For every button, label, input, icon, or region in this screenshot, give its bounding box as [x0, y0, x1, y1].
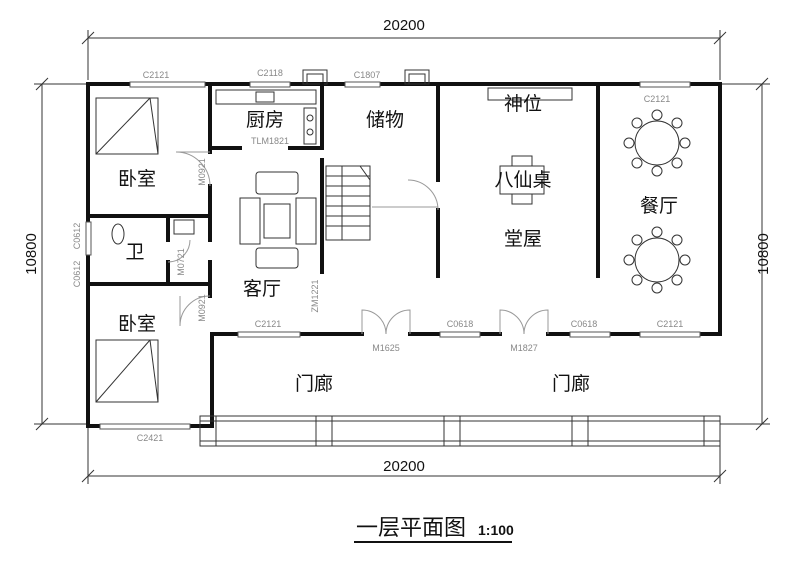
room-label-kitchen: 厨房 — [246, 109, 284, 131]
room-label-bathroom: 卫 — [125, 241, 144, 263]
code-window: C0618 — [447, 319, 474, 329]
drawing-scale: 1:100 — [478, 522, 514, 538]
bed-icon — [95, 97, 159, 155]
round-table-icon — [623, 226, 691, 294]
bed-icon — [95, 339, 159, 403]
code-door: M1827 — [510, 343, 538, 353]
dimension-bottom: 20200 — [383, 458, 425, 475]
code-window: C0618 — [571, 319, 598, 329]
code-door: ZM1221 — [310, 279, 320, 312]
room-label-living: 客厅 — [243, 278, 281, 300]
shrine-table — [487, 87, 573, 101]
code-window: C2121 — [644, 94, 671, 104]
drawing-title: 一层平面图 — [356, 516, 466, 541]
code-door: M0721 — [176, 248, 186, 276]
code-door: TLM1821 — [251, 136, 289, 146]
code-door: M0921 — [197, 294, 207, 322]
code-window: C2118 — [257, 68, 283, 78]
room-label-porch-left: 门廊 — [295, 373, 333, 395]
code-window: C2121 — [143, 70, 170, 80]
dimension-right: 10800 — [755, 233, 772, 275]
toilet-icon — [111, 219, 195, 245]
code-window: C0612 — [72, 223, 82, 250]
code-window: C2121 — [255, 319, 282, 329]
code-window: C0612 — [72, 261, 82, 288]
room-label-dining: 餐厅 — [640, 195, 678, 217]
code-window: C2421 — [137, 433, 164, 443]
code-window: C2121 — [657, 319, 684, 329]
walls — [86, 69, 722, 428]
room-label-storage: 储物 — [366, 109, 404, 131]
room-label-porch-right: 门廊 — [552, 373, 590, 395]
room-label-ba-xian-table: 八仙桌 — [494, 169, 551, 191]
room-label-bedroom-top: 卧室 — [118, 168, 156, 190]
dimension-left: 10800 — [23, 233, 40, 275]
room-label-shrine: 神位 — [504, 93, 542, 115]
doors — [167, 151, 549, 335]
dimension-top: 20200 — [383, 17, 425, 34]
square-table-icon — [499, 155, 545, 205]
code-door: M0921 — [197, 158, 207, 186]
round-table-icon — [623, 109, 691, 177]
staircase — [325, 165, 371, 241]
dimension-lines — [34, 30, 770, 484]
kitchen-counter — [215, 89, 317, 145]
sofa-set-icon — [239, 171, 317, 269]
code-window: C1807 — [354, 70, 381, 80]
room-label-bedroom-bottom: 卧室 — [118, 313, 156, 335]
porch-railing — [199, 415, 721, 447]
code-door: M1625 — [372, 343, 400, 353]
room-label-hall: 堂屋 — [504, 228, 542, 250]
windows — [85, 81, 701, 430]
